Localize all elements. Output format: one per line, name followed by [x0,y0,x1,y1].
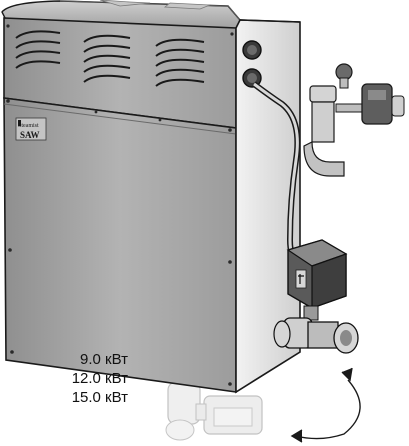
rotation-arrow-icon [290,367,361,443]
vent-slot-icon [15,30,205,87]
inlet-fitting-assembly [303,63,405,177]
power-rating-12kw: 12.0 кВт [71,370,128,387]
cabinet-side-panel [235,19,301,394]
screw-icon [6,24,234,386]
power-rating-9kw: 9.0 кВт [80,351,128,368]
ghost-valve-alternate-position [165,381,263,441]
cabinet-front-panel [3,97,237,393]
power-rating-15kw: 15.0 кВт [71,389,128,406]
brand-logo-badge: Steamist SAW [15,117,47,141]
valve-body [273,317,359,354]
power-rating-list: 9.0 кВт 12.0 кВт 15.0 кВт [0,350,128,407]
side-inlet-ports [242,40,262,88]
svg-text:Steamist: Steamist [18,123,39,129]
valve-actuator [286,239,348,321]
svg-text:SAW: SAW [20,130,40,140]
